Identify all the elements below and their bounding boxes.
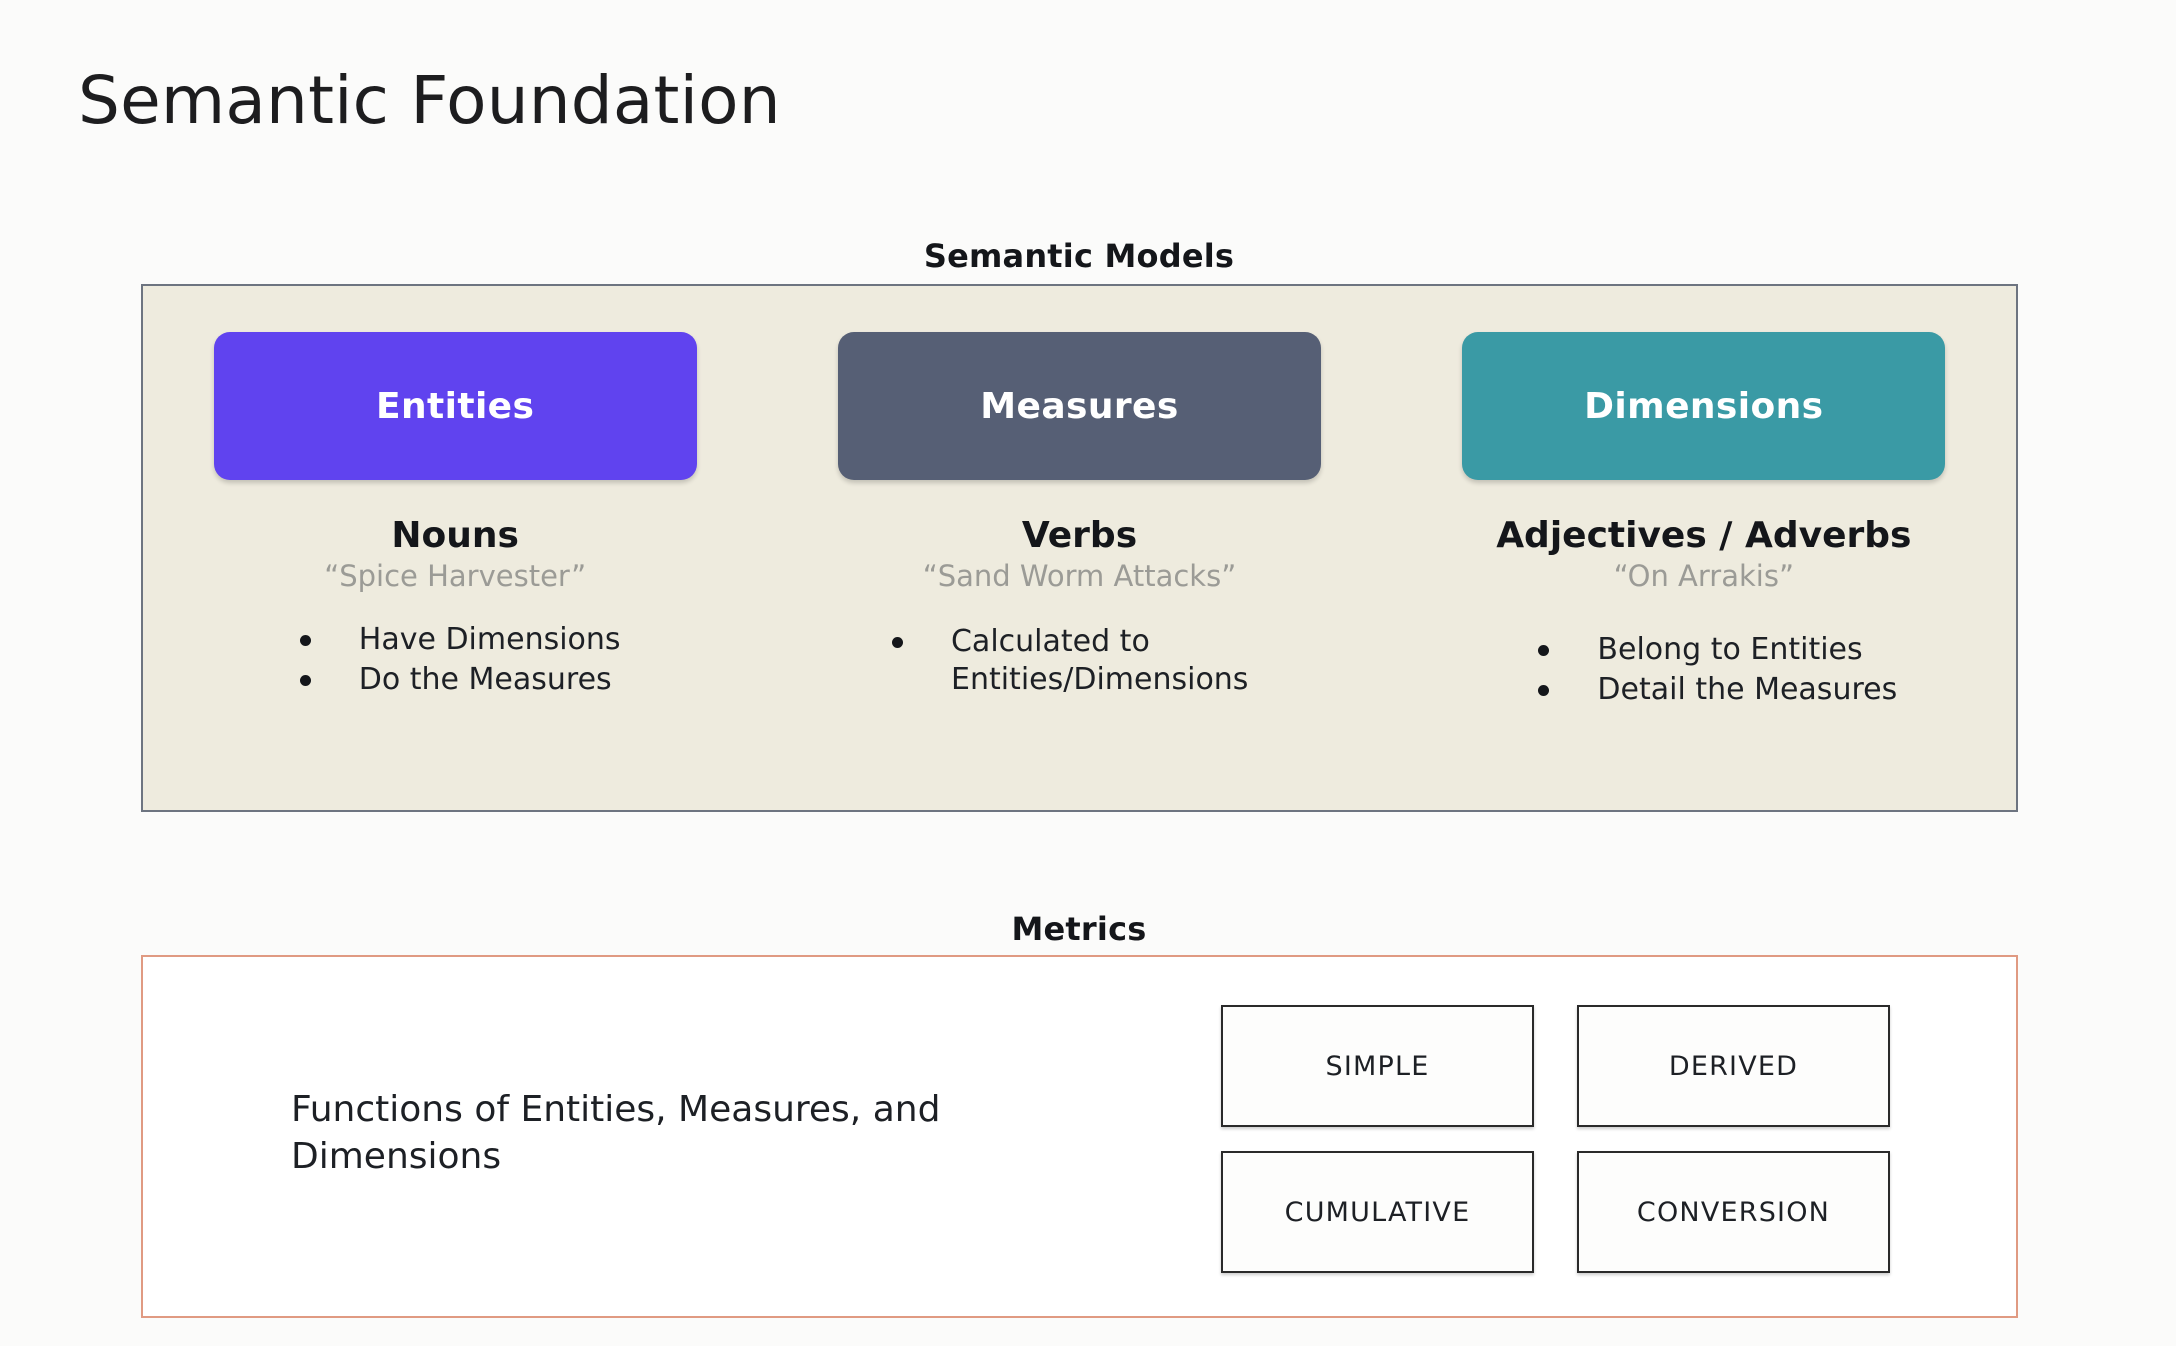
dimensions-example: “On Arrakis” — [1613, 558, 1794, 593]
model-column-entities: Entities Nouns “Spice Harvester” Have Di… — [143, 286, 767, 810]
list-item: Have Dimensions — [299, 621, 621, 659]
measures-bullet-list: Calculated to Entities/Dimensions — [891, 623, 1271, 702]
list-item: Belong to Entities — [1538, 631, 1897, 669]
list-item: Calculated to Entities/Dimensions — [891, 623, 1271, 700]
metric-type-simple[interactable]: SIMPLE — [1221, 1005, 1534, 1127]
entities-heading: Nouns — [391, 515, 519, 556]
bullet-dot-icon — [299, 675, 311, 687]
metrics-description: Functions of Entities, Measures, and Dim… — [291, 1089, 941, 1177]
metric-type-cumulative[interactable]: CUMULATIVE — [1221, 1151, 1534, 1273]
metric-type-derived[interactable]: DERIVED — [1577, 1005, 1890, 1127]
chip-dimensions[interactable]: Dimensions — [1462, 332, 1946, 480]
chip-entities[interactable]: Entities — [213, 332, 697, 480]
bullet-dot-icon — [1538, 644, 1550, 656]
list-item-label: Do the Measures — [358, 662, 612, 698]
metrics-caption: Metrics — [1011, 910, 1147, 948]
dimensions-bullet-list: Belong to Entities Detail the Measures — [1538, 631, 1897, 712]
list-item-label: Belong to Entities — [1597, 631, 1863, 667]
entities-bullet-list: Have Dimensions Do the Measures — [299, 621, 621, 702]
chip-measures[interactable]: Measures — [837, 332, 1321, 480]
semantic-models-caption: Semantic Models — [923, 237, 1235, 275]
bullet-dot-icon — [299, 634, 311, 646]
model-column-dimensions: Dimensions Adjectives / Adverbs “On Arra… — [1392, 286, 2016, 810]
list-item: Detail the Measures — [1538, 671, 1897, 709]
measures-example: “Sand Worm Attacks” — [922, 558, 1237, 593]
list-item-label: Have Dimensions — [358, 621, 621, 657]
semantic-models-panel: Entities Nouns “Spice Harvester” Have Di… — [141, 284, 2018, 812]
dimensions-heading: Adjectives / Adverbs — [1496, 515, 1912, 556]
list-item: Do the Measures — [299, 661, 621, 699]
measures-heading: Verbs — [1021, 515, 1138, 556]
model-column-measures: Measures Verbs “Sand Worm Attacks” Calcu… — [767, 286, 1391, 810]
bullet-dot-icon — [891, 636, 903, 648]
metric-type-conversion[interactable]: CONVERSION — [1577, 1151, 1890, 1273]
metrics-panel: Functions of Entities, Measures, and Dim… — [141, 955, 2018, 1318]
entities-example: “Spice Harvester” — [324, 558, 587, 593]
bullet-dot-icon — [1538, 685, 1550, 697]
list-item-label: Calculated to Entities/Dimensions — [950, 623, 1249, 698]
semantic-models-columns: Entities Nouns “Spice Harvester” Have Di… — [143, 286, 2016, 810]
list-item-label: Detail the Measures — [1597, 672, 1898, 708]
metrics-type-grid: SIMPLE DERIVED CUMULATIVE CONVERSION — [1221, 1005, 1890, 1273]
page-title: Semantic Foundation — [78, 62, 781, 139]
